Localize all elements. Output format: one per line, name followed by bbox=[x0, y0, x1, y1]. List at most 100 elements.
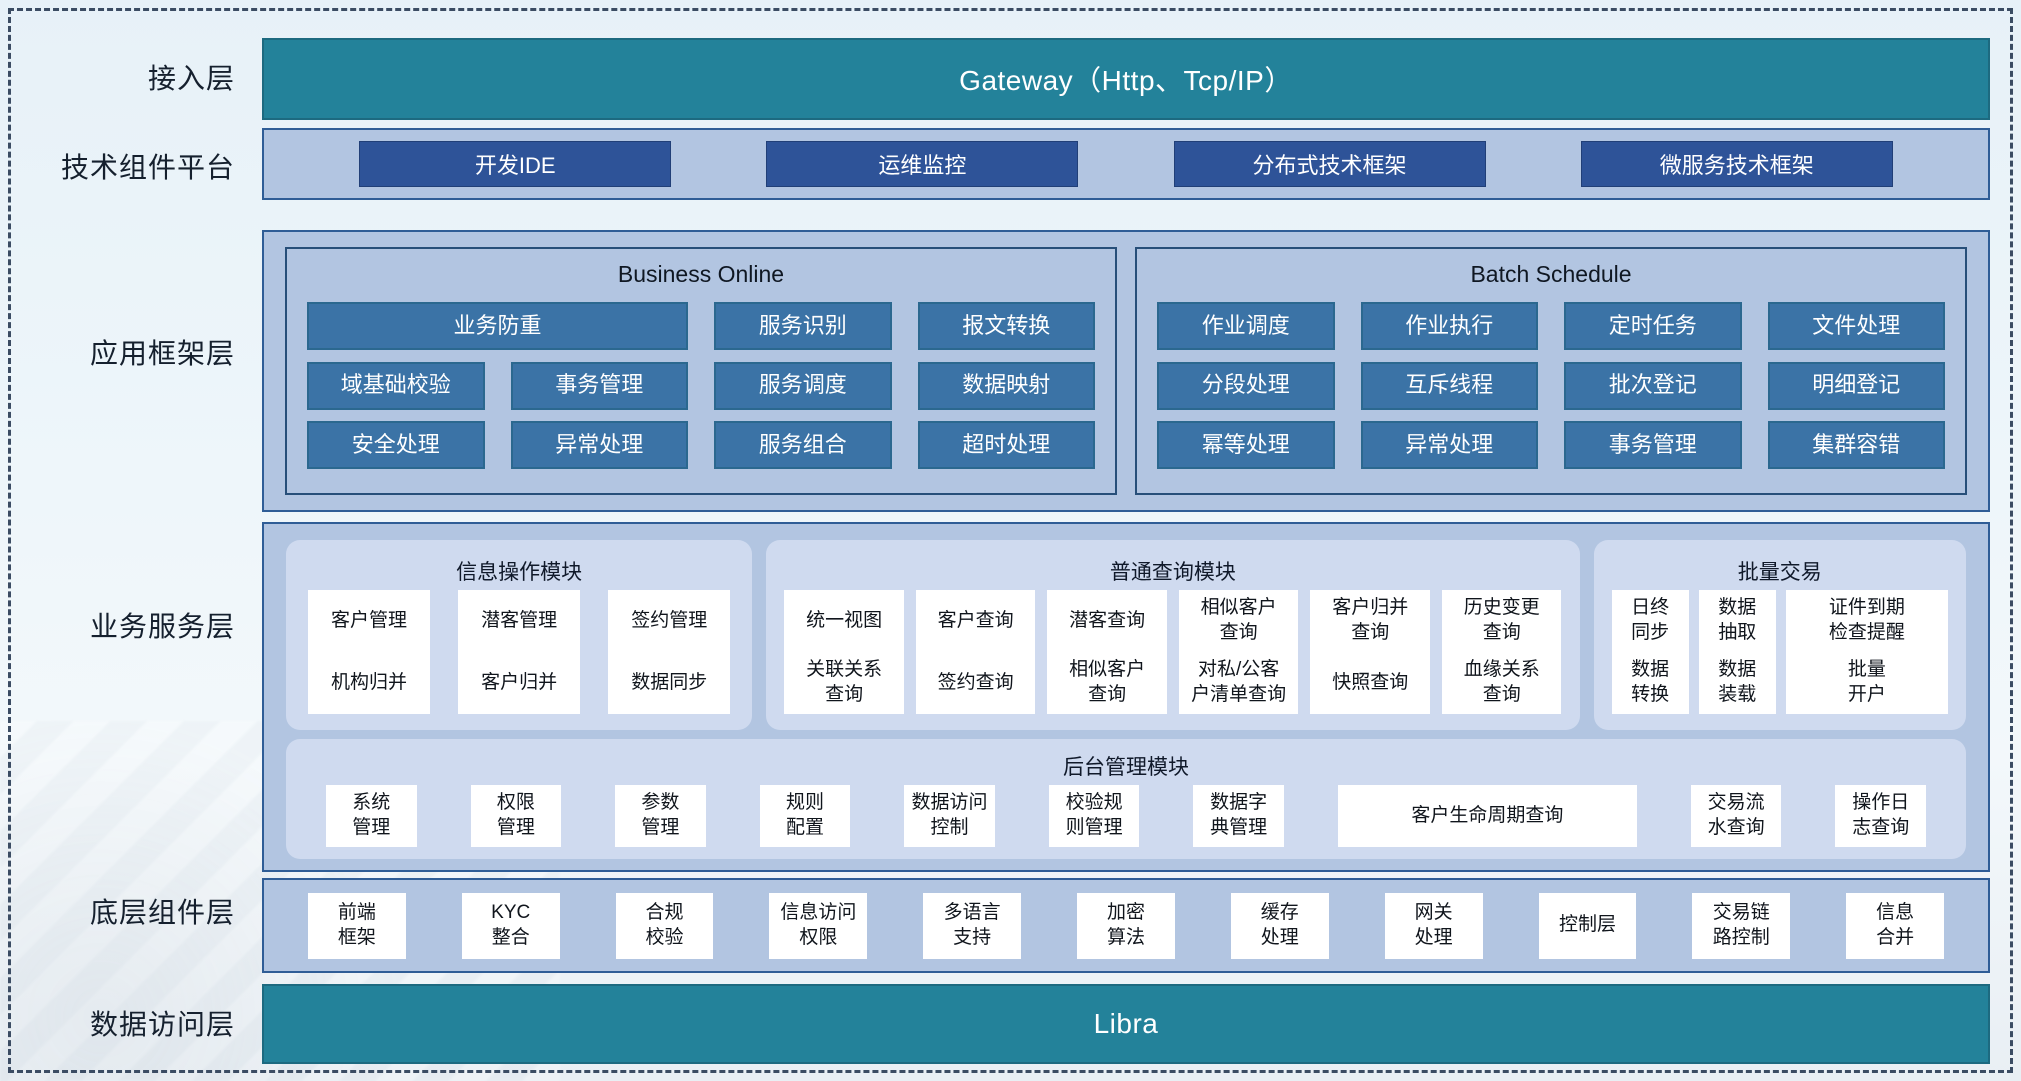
service-box: 系统 管理 bbox=[326, 785, 417, 847]
service-box: 操作日 志查询 bbox=[1835, 785, 1926, 847]
tech-component-box: 分布式技术框架 bbox=[1173, 141, 1486, 187]
service-box: 数据访问 控制 bbox=[904, 785, 995, 847]
service-box: 潜客管理 bbox=[458, 590, 581, 652]
framework-box: 服务组合 bbox=[714, 421, 892, 470]
component-box: 加密 算法 bbox=[1077, 892, 1175, 959]
service-box: 校验规 则管理 bbox=[1048, 785, 1140, 847]
component-box: KYC 整合 bbox=[461, 892, 560, 959]
component-box: 前端 框架 bbox=[308, 892, 406, 959]
info-operation-grid: 客户管理潜客管理签约管理机构归并客户归并数据同步 bbox=[304, 590, 734, 714]
framework-box: 集群容错 bbox=[1767, 421, 1945, 470]
framework-box: 明细登记 bbox=[1767, 361, 1945, 410]
framework-box: 事务管理 bbox=[1564, 421, 1742, 470]
framework-box: 异常处理 bbox=[510, 421, 688, 470]
component-box: 控制层 bbox=[1538, 892, 1637, 959]
framework-box: 作业调度 bbox=[1157, 301, 1335, 350]
label-app-framework-layer: 应用框架层 bbox=[89, 338, 235, 369]
service-box: 客户归并 bbox=[458, 652, 581, 714]
framework-box: 服务调度 bbox=[714, 361, 892, 410]
component-box: 网关 处理 bbox=[1384, 892, 1483, 959]
service-box: 客户归并 查询 bbox=[1310, 590, 1430, 652]
framework-box: 报文转换 bbox=[917, 301, 1095, 350]
service-box: 签约查询 bbox=[915, 652, 1036, 714]
batch-schedule-grid: 作业调度作业执行定时任务文件处理分段处理互斥线程批次登记明细登记幂等处理异常处理… bbox=[1157, 290, 1945, 481]
component-box: 缓存 处理 bbox=[1230, 892, 1329, 959]
framework-box: 业务防重 bbox=[307, 301, 688, 350]
service-box: 数据字 典管理 bbox=[1193, 785, 1284, 847]
framework-box: 异常处理 bbox=[1360, 421, 1538, 470]
service-box: 批量 开户 bbox=[1785, 652, 1948, 714]
label-tech-component-platform: 技术组件平台 bbox=[60, 152, 235, 183]
business-online-title: Business Online bbox=[617, 261, 785, 287]
service-box: 证件到期 检查提醒 bbox=[1785, 590, 1948, 652]
component-box: 多语言 支持 bbox=[923, 892, 1022, 959]
framework-box: 幂等处理 bbox=[1157, 421, 1335, 470]
framework-box: 服务识别 bbox=[714, 301, 892, 350]
framework-box: 分段处理 bbox=[1157, 361, 1335, 410]
label-base-component-layer: 底层组件层 bbox=[89, 897, 235, 928]
business-service-container: 信息操作模块 客户管理潜客管理签约管理机构归并客户归并数据同步 普通查询模块 统… bbox=[262, 522, 1990, 872]
framework-box: 域基础校验 bbox=[307, 361, 485, 410]
label-access-layer: 接入层 bbox=[147, 63, 235, 94]
framework-box: 数据映射 bbox=[917, 361, 1095, 410]
framework-box: 作业执行 bbox=[1360, 301, 1538, 350]
service-box: 客户生命周期查询 bbox=[1337, 785, 1637, 847]
service-box: 统一视图 bbox=[784, 590, 904, 652]
app-framework-container: Business Online 业务防重服务识别报文转换域基础校验事务管理服务调… bbox=[262, 230, 1990, 512]
service-box: 数据 装载 bbox=[1698, 652, 1776, 714]
gateway-bar: Gateway（Http、Tcp/IP） bbox=[262, 38, 1990, 120]
framework-box: 文件处理 bbox=[1767, 301, 1945, 350]
service-box: 签约管理 bbox=[608, 590, 731, 652]
service-box: 历史变更 查询 bbox=[1441, 590, 1562, 652]
service-box: 交易流 水查询 bbox=[1690, 785, 1782, 847]
tech-component-box: 开发IDE bbox=[359, 141, 672, 187]
service-box: 数据 转换 bbox=[1611, 652, 1689, 714]
service-box: 规则 配置 bbox=[759, 785, 851, 847]
batch-trade-title: 批量交易 bbox=[1737, 561, 1822, 584]
common-query-module-panel: 普通查询模块 统一视图客户查询潜客查询相似客户 查询客户归并 查询历史变更 查询… bbox=[766, 540, 1580, 730]
business-service-top-row: 信息操作模块 客户管理潜客管理签约管理机构归并客户归并数据同步 普通查询模块 统… bbox=[286, 540, 1966, 730]
service-box: 数据同步 bbox=[608, 652, 731, 714]
service-box: 潜客查询 bbox=[1047, 590, 1167, 652]
admin-module-title: 后台管理模块 bbox=[1063, 756, 1189, 779]
framework-box: 互斥线程 bbox=[1360, 361, 1538, 410]
framework-box: 超时处理 bbox=[917, 421, 1095, 470]
tech-component-box: 运维监控 bbox=[766, 141, 1079, 187]
service-box: 对私/公客 户清单查询 bbox=[1178, 652, 1299, 714]
framework-box: 事务管理 bbox=[510, 361, 688, 410]
framework-box: 安全处理 bbox=[307, 421, 485, 470]
service-box: 参数 管理 bbox=[615, 785, 706, 847]
service-box: 关联关系 查询 bbox=[784, 652, 904, 714]
service-box: 快照查询 bbox=[1310, 652, 1430, 714]
batch-schedule-title: Batch Schedule bbox=[1470, 261, 1632, 287]
service-box: 相似客户 查询 bbox=[1178, 590, 1299, 652]
batch-schedule-panel: Batch Schedule 作业调度作业执行定时任务文件处理分段处理互斥线程批… bbox=[1135, 247, 1967, 495]
label-data-access-layer: 数据访问层 bbox=[89, 1009, 235, 1040]
common-query-module-title: 普通查询模块 bbox=[1109, 561, 1236, 584]
info-operation-module-title: 信息操作模块 bbox=[456, 561, 583, 584]
component-box: 交易链 路控制 bbox=[1692, 892, 1791, 959]
business-online-panel: Business Online 业务防重服务识别报文转换域基础校验事务管理服务调… bbox=[285, 247, 1117, 495]
service-box: 机构归并 bbox=[308, 652, 431, 714]
component-box: 信息 合并 bbox=[1846, 892, 1944, 959]
tech-platform-container: 开发IDE 运维监控 分布式技术框架 微服务技术框架 bbox=[262, 128, 1990, 200]
common-query-grid: 统一视图客户查询潜客查询相似客户 查询客户归并 查询历史变更 查询关联关系 查询… bbox=[784, 590, 1562, 714]
service-box: 血缘关系 查询 bbox=[1441, 652, 1562, 714]
admin-module-grid: 系统 管理权限 管理参数 管理规则 配置数据访问 控制校验规 则管理数据字 典管… bbox=[326, 785, 1926, 847]
service-box: 相似客户 查询 bbox=[1047, 652, 1167, 714]
service-box: 客户查询 bbox=[915, 590, 1036, 652]
batch-trade-grid: 日终 同步数据 抽取证件到期 检查提醒数据 转换数据 装载批量 开户 bbox=[1611, 590, 1949, 714]
admin-module-panel: 后台管理模块 系统 管理权限 管理参数 管理规则 配置数据访问 控制校验规 则管… bbox=[286, 739, 1966, 859]
tech-component-box: 微服务技术框架 bbox=[1580, 141, 1893, 187]
component-box: 合规 校验 bbox=[615, 892, 714, 959]
base-component-container: 前端 框架 KYC 整合合规 校验信息访问 权限多语言 支持加密 算法缓存 处理网… bbox=[262, 878, 1990, 973]
service-box: 客户管理 bbox=[308, 590, 431, 652]
service-box: 日终 同步 bbox=[1611, 590, 1689, 652]
batch-trade-panel: 批量交易 日终 同步数据 抽取证件到期 检查提醒数据 转换数据 装载批量 开户 bbox=[1593, 540, 1966, 730]
framework-box: 定时任务 bbox=[1564, 301, 1742, 350]
component-box: 信息访问 权限 bbox=[769, 892, 868, 959]
info-operation-module-panel: 信息操作模块 客户管理潜客管理签约管理机构归并客户归并数据同步 bbox=[286, 540, 753, 730]
business-online-grid: 业务防重服务识别报文转换域基础校验事务管理服务调度数据映射安全处理异常处理服务组… bbox=[307, 290, 1095, 481]
service-box: 权限 管理 bbox=[470, 785, 562, 847]
libra-bar: Libra bbox=[262, 984, 1990, 1064]
